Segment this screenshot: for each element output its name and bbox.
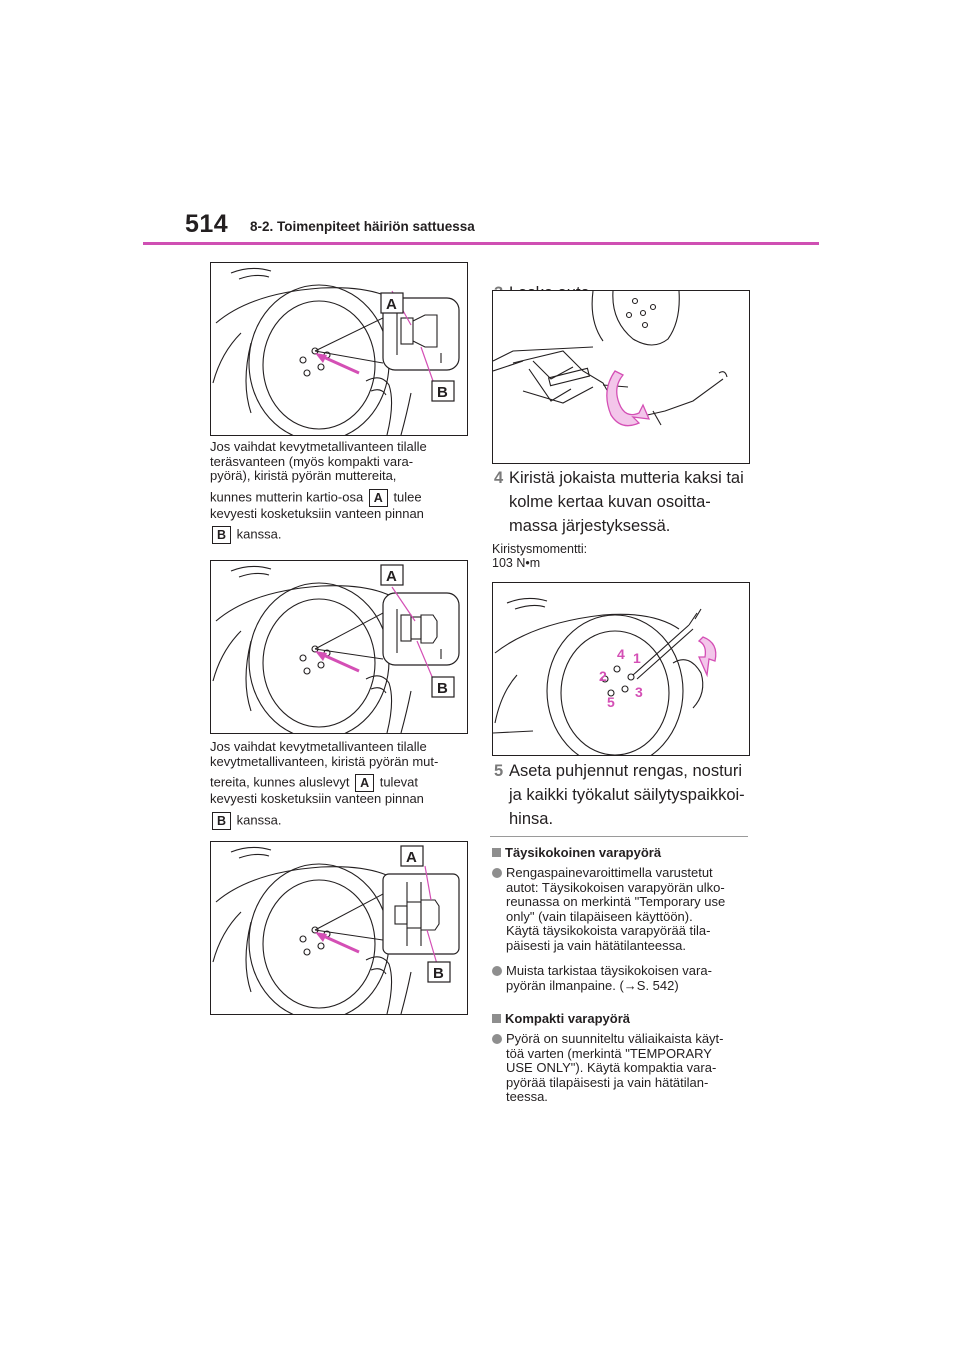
bullet-full-spare-pressure: Muista tarkistaa täysikokoisen vara- pyö…: [492, 963, 754, 993]
figure-lower-car: [492, 290, 750, 464]
caption-steel-wheel: Jos vaihdat kevytmetallivanteen tilalle …: [210, 439, 427, 544]
label-b-marker: B: [212, 526, 231, 544]
torque-spec: Kiristysmomentti: 103 N•m: [492, 542, 588, 570]
section-title: 8-2. Toimenpiteet häiriön sattuessa: [250, 219, 475, 234]
round-bullet-icon: [492, 966, 502, 976]
tightening-illustration: 4 1 2 3 5: [493, 597, 717, 755]
figure-tightening-order: 4 1 2 3 5: [492, 582, 750, 756]
wheel-illustration-3: A B: [212, 845, 460, 1014]
order-number-5: 5: [607, 694, 615, 710]
jack-illustration: [493, 291, 728, 427]
figure-label-a: A: [386, 296, 397, 313]
heading-full-size-spare: Täysikokoinen varapyörä: [492, 845, 661, 860]
order-number-1: 1: [633, 650, 641, 666]
figure-alloy-wheel-nut-detail: A B: [210, 841, 468, 1015]
label-a-marker: A: [355, 774, 375, 792]
figure-label-a: A: [406, 849, 417, 866]
round-bullet-icon: [492, 868, 502, 878]
figure-alloy-wheel-washer: A B: [210, 560, 468, 734]
heading-compact-spare: Kompakti varapyörä: [492, 1011, 630, 1026]
order-number-2: 2: [599, 668, 607, 684]
bullet-full-spare-marking: Rengaspainevaroittimella varustetut auto…: [492, 865, 754, 953]
bullet-compact-spare: Pyörä on suunniteltu väliaikaista käyt- …: [492, 1031, 754, 1105]
figure-label-b: B: [433, 965, 444, 982]
page-number: 514: [185, 210, 229, 238]
figure-label-a: A: [386, 568, 397, 585]
header-rule: [143, 242, 819, 245]
wheel-illustration-1: A B: [212, 267, 460, 435]
square-bullet-icon: [492, 1014, 501, 1023]
caption-alloy-wheel: Jos vaihdat kevytmetallivanteen tilalle …: [210, 739, 439, 830]
figure-steel-wheel-nut: A B: [210, 262, 468, 436]
order-number-4: 4: [617, 646, 625, 662]
order-number-3: 3: [635, 684, 643, 700]
wheel-illustration-2: A B: [212, 564, 460, 733]
square-bullet-icon: [492, 848, 501, 857]
label-b-marker: B: [212, 811, 231, 830]
section-divider: [490, 836, 748, 837]
figure-label-b: B: [437, 384, 448, 401]
label-a-marker: A: [368, 488, 388, 507]
figure-label-b: B: [437, 680, 448, 697]
round-bullet-icon: [492, 1034, 502, 1044]
